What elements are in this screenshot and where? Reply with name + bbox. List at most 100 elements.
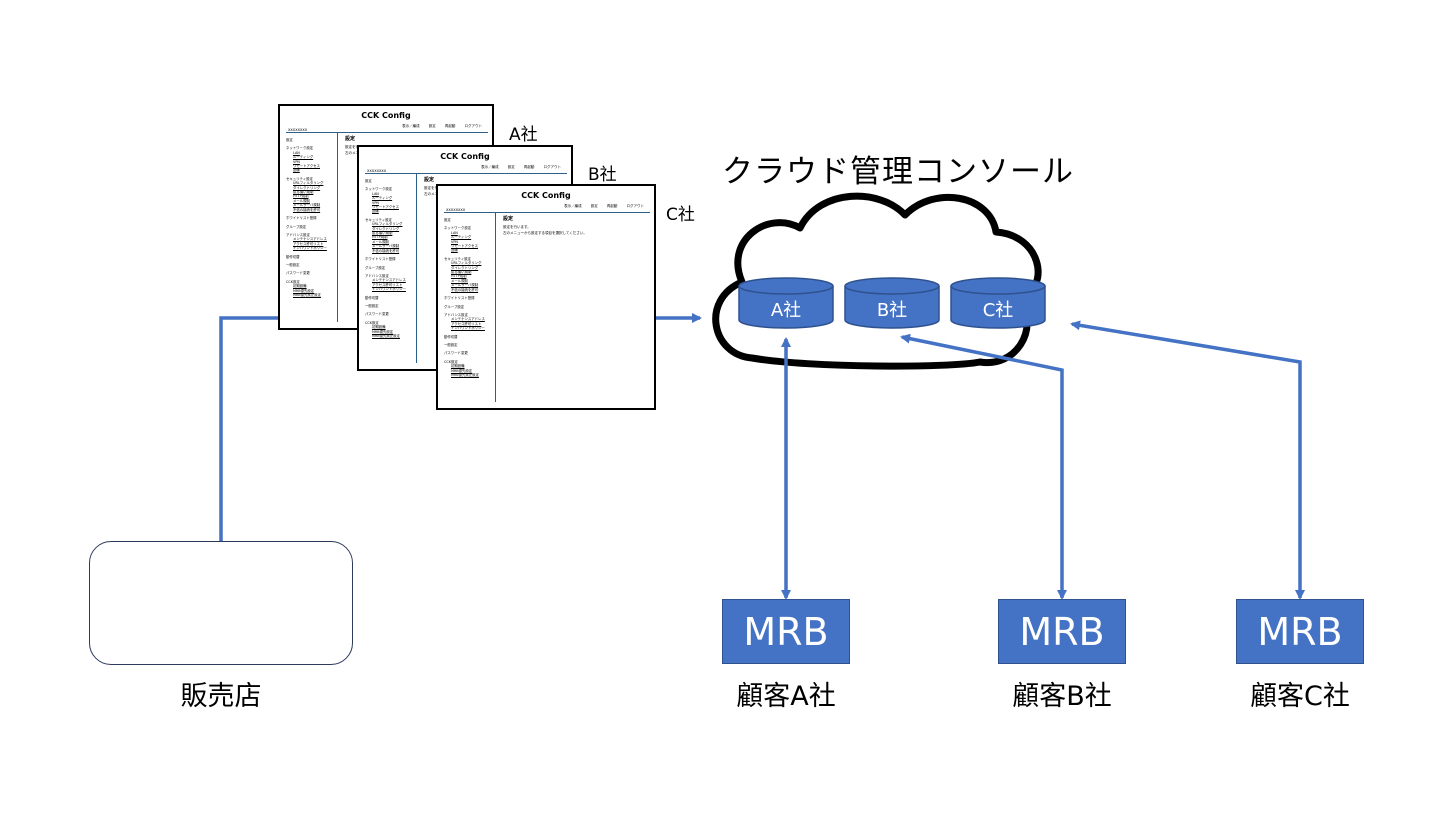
menu-item[interactable]: メールサーバ規制	[372, 244, 400, 249]
database-label-b: B社	[876, 300, 908, 321]
config-body-title: 設定	[424, 177, 435, 183]
menu-item[interactable]: リモートアクセス	[451, 244, 478, 249]
mrb-device-a: MRB	[722, 599, 850, 664]
menu-item[interactable]: HTTP規制	[372, 235, 388, 240]
menu-group[interactable]: グループ設定	[444, 304, 465, 309]
menu-group[interactable]: セキュリティ設定	[365, 217, 392, 222]
config-screen-c: CCK Config 表示／編成 設定 再起動 ログアウト XXXXXXXX 設…	[436, 184, 656, 410]
menu-item[interactable]: URLフィルタリング	[293, 181, 324, 186]
menu-item[interactable]: MRB優先設定	[372, 329, 394, 334]
menu-group[interactable]: グループ設定	[286, 224, 307, 229]
menu-item[interactable]: メールサーバ規制	[451, 283, 479, 288]
menu-item[interactable]: 拡る撮い規制	[372, 231, 393, 236]
menu-group[interactable]: 動作切替	[365, 295, 379, 300]
menu-group[interactable]: ネットワーク設定	[286, 146, 314, 151]
menu-item[interactable]: インバウンドポリシー	[372, 287, 406, 292]
menu-item[interactable]: VPN	[451, 239, 458, 244]
menu-item[interactable]: リモートアクセス	[293, 164, 320, 169]
menu-group[interactable]: グループ設定	[365, 265, 386, 270]
menu-item[interactable]: LAN	[293, 150, 300, 155]
menu-group[interactable]: CCK設定	[286, 279, 300, 284]
reseller-link	[219, 316, 278, 541]
menu-item[interactable]: ダイレクトリング	[293, 185, 321, 190]
menu-group[interactable]: 動作切替	[286, 254, 300, 259]
menu-item[interactable]: MRB優先禁止設定	[372, 333, 400, 338]
menu-item[interactable]: インバウンドポリシー	[451, 326, 485, 331]
menu-item[interactable]: メール規制	[293, 198, 310, 203]
menu-item[interactable]: 不信の接続を許可	[372, 248, 400, 253]
menu-group[interactable]: CCK設定	[365, 320, 379, 325]
menu-item[interactable]: 不信の接続を許可	[451, 287, 479, 292]
menu-item[interactable]: アクセス許可リスト	[451, 321, 482, 326]
menu-item[interactable]: 回線	[372, 209, 379, 214]
menu-group[interactable]: CCK設定	[444, 359, 458, 364]
menu-group[interactable]: パスワード変更	[286, 271, 310, 276]
menu-item[interactable]: LAN	[372, 191, 379, 196]
menu-group[interactable]: ネットワーク設定	[365, 187, 393, 192]
menu-item[interactable]: MRB優先禁止設定	[451, 372, 479, 377]
menu-item[interactable]: 不信の接続を許可	[293, 207, 321, 212]
menu-group[interactable]: アドバンス設定	[286, 232, 310, 237]
menu-group[interactable]: ホワイトリスト登録	[286, 216, 317, 221]
menu-item[interactable]: ルーティング	[451, 235, 472, 240]
menu-item[interactable]: HTTP規制	[293, 194, 309, 199]
menu-item[interactable]: 初期設備	[451, 364, 465, 369]
menu-item[interactable]: 初期設備	[293, 284, 307, 289]
menu-item[interactable]: URLフィルタリング	[372, 222, 403, 227]
menu-item[interactable]: メンテナンスアドレス	[451, 317, 485, 322]
menu-group[interactable]: ネットワーク設定	[444, 226, 472, 231]
menu-item[interactable]: メンテナンスアドレス	[372, 278, 406, 283]
menu-item[interactable]: VPN	[372, 200, 379, 205]
menu-item[interactable]: インバウンドポリシー	[293, 246, 327, 251]
menu-item[interactable]: 拡る撮い規制	[451, 270, 472, 275]
menu-group[interactable]: パスワード変更	[444, 351, 468, 356]
customer-label-a: 顧客A社	[736, 681, 836, 712]
menu-item[interactable]: MRB優先設定	[451, 368, 473, 373]
menu-item[interactable]: メンテナンスアドレス	[293, 237, 327, 242]
config-subtitle: XXXXXXXX	[288, 128, 308, 132]
menu-group[interactable]: ホワイトリスト登録	[365, 257, 396, 262]
menu-item[interactable]: LAN	[451, 230, 458, 235]
mrb-device-b: MRB	[998, 599, 1126, 664]
menu-group[interactable]: セキュリティ設定	[286, 176, 313, 181]
config-label-b: B社	[588, 165, 617, 185]
menu-group[interactable]: アドバンス設定	[365, 273, 389, 278]
database-c	[950, 277, 1046, 329]
menu-item[interactable]: ルーティング	[372, 196, 393, 201]
menu-group[interactable]: 動作切替	[444, 334, 458, 339]
menu-group[interactable]: 一般設定	[365, 303, 379, 308]
menu-item[interactable]: MRB優先禁止設定	[293, 292, 321, 297]
menu-heading: 設定	[286, 138, 293, 142]
menu-item[interactable]: 回線	[451, 248, 458, 253]
menu-item[interactable]: メール規制	[451, 278, 468, 283]
menu-item[interactable]: リモートアクセス	[372, 205, 399, 210]
menu-group[interactable]: ホワイトリスト登録	[444, 296, 475, 301]
menu-group[interactable]: アドバンス設定	[444, 312, 468, 317]
menu-item[interactable]: 初期設備	[372, 325, 386, 330]
config-title: CCK Config	[361, 111, 411, 120]
divider	[337, 132, 338, 322]
menu-item[interactable]: ダイレクトリング	[451, 265, 479, 270]
menu-item[interactable]: URLフィルタリング	[451, 261, 482, 266]
menu-item[interactable]: VPN	[293, 159, 300, 164]
menu-item[interactable]: 回線	[293, 168, 300, 173]
menu-item[interactable]: 拡る撮い規制	[293, 190, 314, 195]
menu-item[interactable]: アクセス許可リスト	[372, 282, 403, 287]
menu-item[interactable]: ダイレクトリング	[372, 226, 400, 231]
customer-label-c: 顧客C社	[1250, 681, 1350, 712]
menu-item[interactable]: ルーティング	[293, 155, 314, 160]
config-toolbar: 表示／編成 設定 再起動 ログアウト	[564, 204, 644, 208]
menu-group[interactable]: パスワード変更	[365, 312, 389, 317]
menu-item[interactable]: MRB優先設定	[293, 288, 315, 293]
config-subtitle: XXXXXXXX	[367, 169, 387, 173]
menu-group[interactable]: セキュリティ設定	[444, 256, 471, 261]
divider	[365, 173, 567, 174]
menu-item[interactable]: メール規制	[372, 239, 389, 244]
menu-item[interactable]: HTTP規制	[451, 274, 467, 279]
menu-item[interactable]: アクセス許可リスト	[293, 241, 324, 246]
menu-group[interactable]: 一般設定	[444, 342, 458, 347]
menu-heading: 設定	[365, 179, 372, 183]
menu-group[interactable]: 一般設定	[286, 262, 300, 267]
config-body: 設定 設定を行います。 左のメニューから設定する項目を選択してください。	[503, 216, 587, 236]
menu-item[interactable]: メールサーバ規制	[293, 203, 321, 208]
